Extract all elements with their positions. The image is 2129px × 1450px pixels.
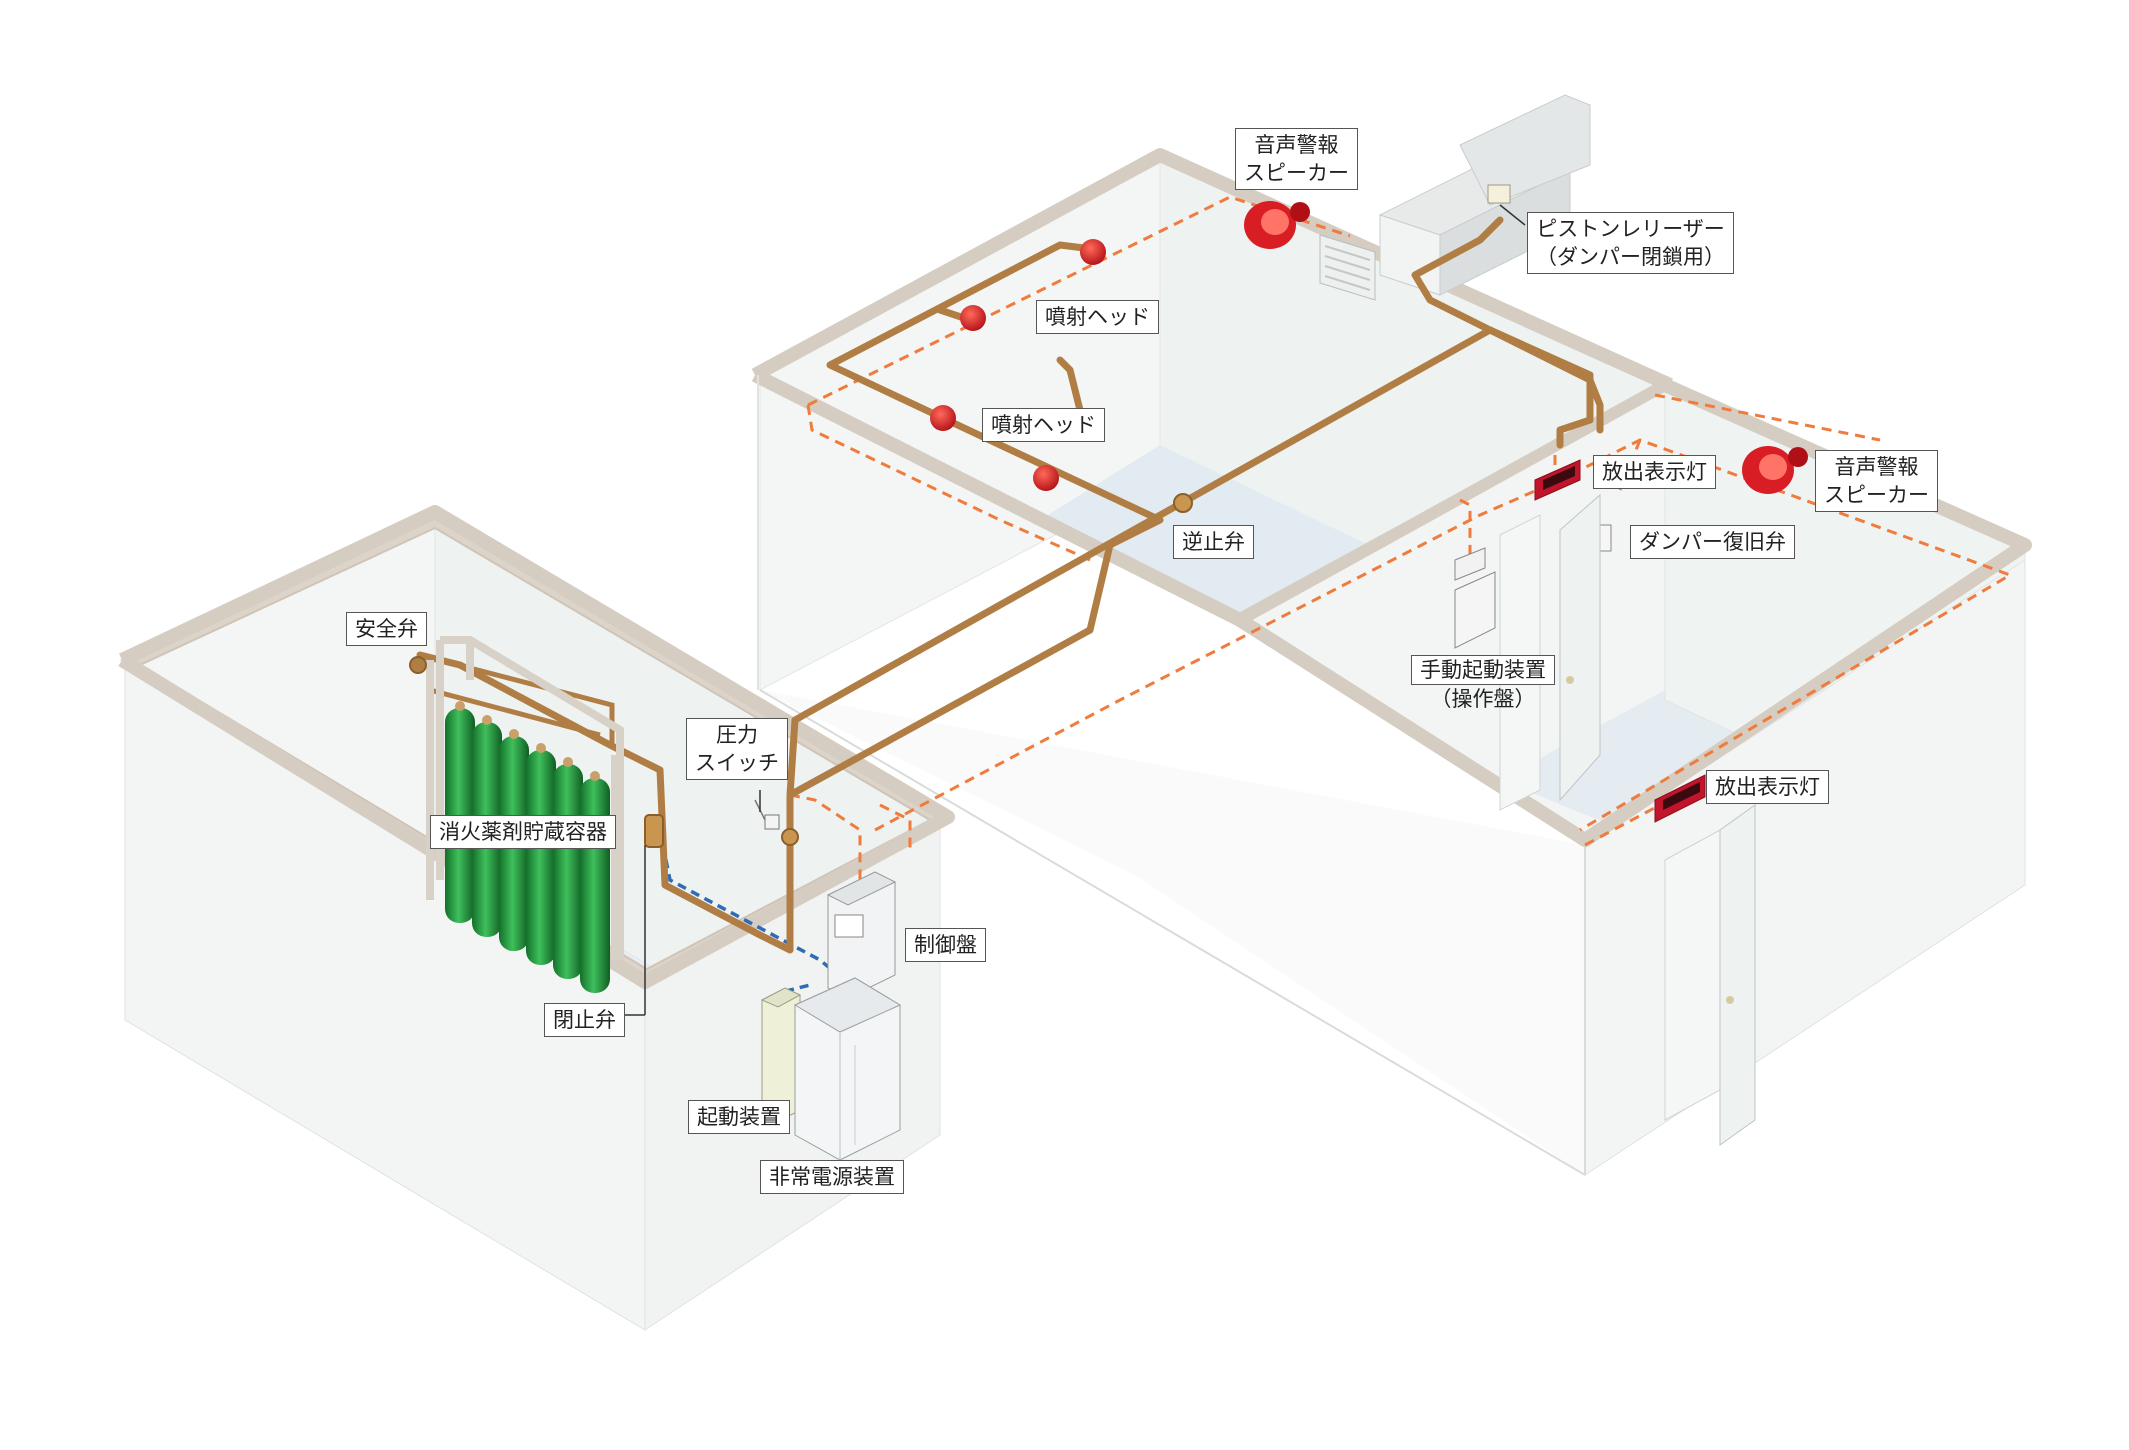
nozzle-c: [930, 405, 956, 431]
emergency-power-unit: [793, 977, 902, 1161]
label-discharge-lamp-2: 放出表示灯: [1706, 770, 1829, 804]
cylinder-5: [553, 764, 583, 979]
room2-front-left-wall: [760, 690, 1585, 1175]
spray-nozzles: [930, 239, 1106, 491]
nozzle-a: [1080, 239, 1106, 265]
label-piston-releaser: ピストンレリーザー （ダンパー閉鎖用）: [1527, 212, 1734, 274]
label-discharge-lamp-1: 放出表示灯: [1593, 455, 1716, 489]
label-speaker-1: 音声警報 スピーカー: [1235, 128, 1358, 190]
speaker-2: [1742, 446, 1808, 494]
control-panel: [826, 871, 897, 999]
label-shutoff-valve: 閉止弁: [544, 1003, 625, 1037]
manual-start-panel: [1454, 547, 1496, 649]
damper-grille: [1319, 234, 1376, 301]
cylinder-4: [526, 750, 556, 965]
check-valve: [1173, 493, 1193, 513]
label-pressure-switch: 圧力 スイッチ: [686, 718, 788, 780]
entrance-door: [1664, 804, 1756, 1146]
label-check-valve: 逆止弁: [1173, 525, 1254, 559]
nozzle-d: [1033, 465, 1059, 491]
label-nozzle-1: 噴射ヘッド: [1036, 300, 1159, 334]
ventilation-duct: [1319, 94, 1591, 301]
label-control-panel: 制御盤: [905, 928, 986, 962]
discharge-lamp-1: [1534, 459, 1581, 501]
speaker-1: [1244, 201, 1310, 249]
label-damper-reset: ダンパー復旧弁: [1630, 525, 1795, 559]
pressure-switch: [764, 814, 780, 830]
label-nozzle-2: 噴射ヘッド: [982, 408, 1105, 442]
label-safety-valve: 安全弁: [346, 612, 427, 646]
label-speaker-2: 音声警報 スピーカー: [1815, 450, 1938, 512]
label-agent-container: 消火薬剤貯蔵容器: [430, 815, 616, 849]
discharge-lamp-2: [1654, 774, 1706, 823]
label-starter: 起動装置: [688, 1100, 790, 1134]
cylinder-6: [580, 778, 610, 993]
nozzle-b: [960, 305, 986, 331]
label-emergency-power: 非常電源装置: [760, 1160, 904, 1194]
shutoff-valve: [644, 814, 664, 848]
cylinder-manifold: [419, 652, 615, 745]
label-manual-start: 手動起動装置 （操作盤）: [1403, 653, 1563, 715]
piston-releaser: [1487, 184, 1511, 204]
safety-valve: [409, 656, 427, 674]
